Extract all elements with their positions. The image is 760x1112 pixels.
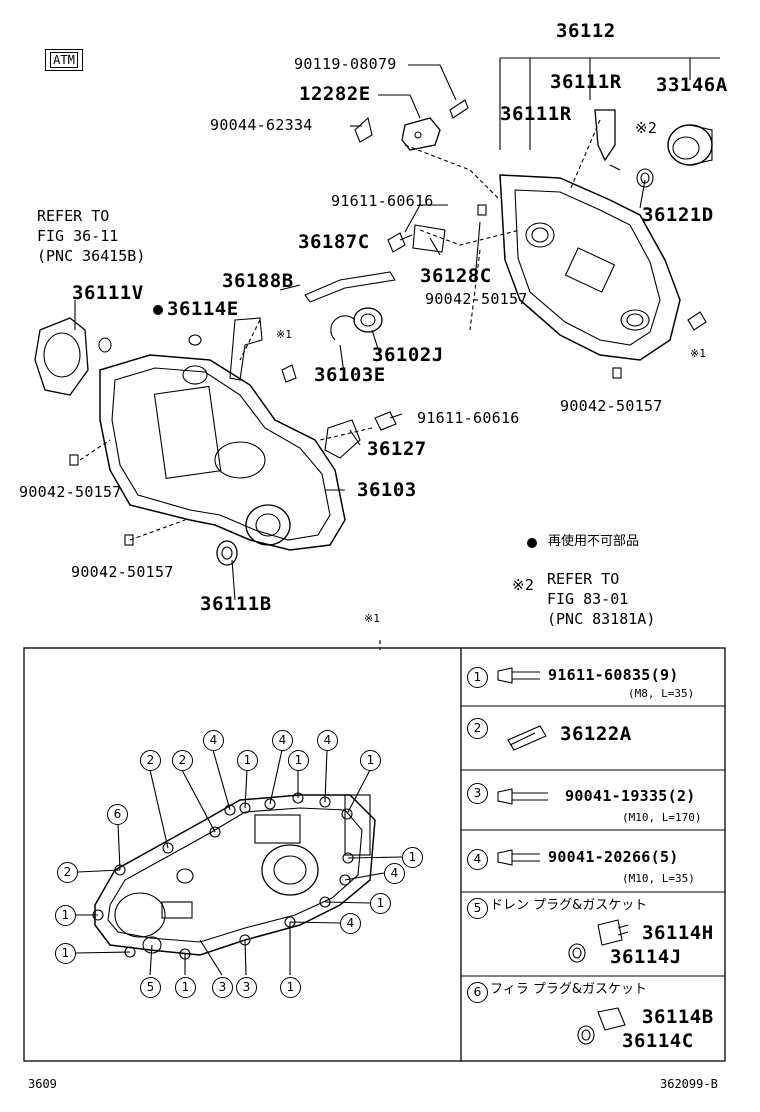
non-reusable-note: 再使用不可部品: [548, 534, 640, 549]
label-36114e: 36114E: [167, 298, 239, 320]
callout-2: 2: [172, 750, 193, 771]
label-36103e: 36103E: [314, 364, 386, 386]
label-90119-08079: 90119-08079: [294, 55, 397, 73]
label-90042-50157-left: 90042-50157: [19, 483, 122, 501]
label-36114c: 36114C: [622, 1030, 694, 1052]
callout-1: 1: [370, 893, 391, 914]
refer-note-83181a: REFER TO FIG 83-01 (PNC 83181A): [547, 570, 656, 628]
callout-4: 4: [340, 913, 361, 934]
figure-code: 362099-B: [660, 1077, 718, 1091]
callout-1: 1: [55, 905, 76, 926]
label-36188b: 36188B: [222, 270, 294, 292]
label-36103: 36103: [357, 479, 417, 501]
callout-5: 5: [140, 977, 161, 998]
legend-part-3: 90041-19335(2): [565, 787, 696, 805]
ref-mark-1-inset: ※1: [364, 612, 380, 625]
label-36121d: 36121D: [642, 204, 714, 226]
label-36111r-lower: 36111R: [500, 103, 572, 125]
callout-2: 2: [140, 750, 161, 771]
label-36111v: 36111V: [72, 282, 144, 304]
callout-1: 1: [402, 847, 423, 868]
ref-mark-2-sensor: ※2: [635, 119, 658, 137]
callout-4: 4: [317, 730, 338, 751]
legend-part-2: 36122A: [560, 723, 632, 745]
callout-1: 1: [55, 943, 76, 964]
legend-num-3: 3: [467, 783, 488, 804]
ref-mark-1-bolt-right: ※1: [690, 347, 706, 360]
page-number: 3609: [28, 1077, 57, 1091]
legend-part-1: 91611-60835(9): [548, 666, 679, 684]
ref-mark-1-bolt-left: ※1: [276, 328, 292, 341]
callout-4: 4: [384, 863, 405, 884]
refer-note-36415b: REFER TO FIG 36-11 (PNC 36415B): [37, 207, 146, 265]
legend-num-4: 4: [467, 849, 488, 870]
legend-num-2: 2: [467, 718, 488, 739]
callout-4: 4: [203, 730, 224, 751]
ref-mark-2-legend: ※2: [512, 576, 535, 594]
label-36114h: 36114H: [642, 922, 714, 944]
atm-badge: ATM: [45, 49, 83, 71]
label-36111b: 36111B: [200, 593, 272, 615]
label-33146a: 33146A: [656, 74, 728, 96]
callout-2: 2: [57, 862, 78, 883]
legend-spec-3: (M10, L=170): [622, 811, 702, 824]
label-36114j: 36114J: [610, 946, 682, 968]
callout-1: 1: [280, 977, 301, 998]
label-36102j: 36102J: [372, 344, 444, 366]
label-90042-50157-upper: 90042-50157: [425, 290, 528, 308]
label-36128c: 36128C: [420, 265, 492, 287]
callout-1: 1: [360, 750, 381, 771]
label-12282e: 12282E: [299, 83, 371, 105]
legend-spec-4: (M10, L=35): [622, 872, 695, 885]
callout-6: 6: [107, 804, 128, 825]
label-36127: 36127: [367, 438, 427, 460]
label-90042-50157-bottom: 90042-50157: [71, 563, 174, 581]
callout-1: 1: [288, 750, 309, 771]
filler-plug-title: フィラ プラグ&ガスケット: [490, 982, 648, 997]
callout-4: 4: [272, 730, 293, 751]
legend-part-4: 90041-20266(5): [548, 848, 679, 866]
legend-num-5: 5: [467, 898, 488, 919]
label-36111r-upper: 36111R: [550, 71, 622, 93]
drain-plug-title: ドレン プラグ&ガスケット: [490, 898, 648, 913]
label-90044-62334: 90044-62334: [210, 116, 313, 134]
callout-1: 1: [175, 977, 196, 998]
callout-1: 1: [237, 750, 258, 771]
label-36114b: 36114B: [642, 1006, 714, 1028]
label-90042-50157-right: 90042-50157: [560, 397, 663, 415]
callout-3: 3: [212, 977, 233, 998]
legend-num-6: 6: [467, 982, 488, 1003]
callout-3: 3: [236, 977, 257, 998]
atm-badge-text: ATM: [50, 52, 78, 68]
label-91611-60616-lower: 91611-60616: [417, 409, 520, 427]
legend-spec-1: (M8, L=35): [628, 687, 695, 700]
label-91611-60616-upper: 91611-60616: [331, 192, 434, 210]
label-36187c: 36187C: [298, 231, 370, 253]
label-36112: 36112: [556, 20, 616, 42]
legend-num-1: 1: [467, 667, 488, 688]
